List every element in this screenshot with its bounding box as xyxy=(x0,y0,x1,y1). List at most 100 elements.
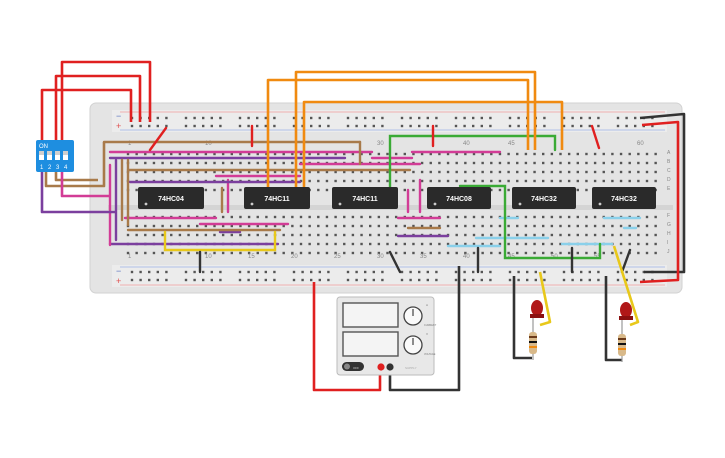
breadboard-hole[interactable] xyxy=(625,278,628,282)
breadboard-hole[interactable] xyxy=(400,270,404,274)
breadboard-hole[interactable] xyxy=(489,278,492,282)
wire-yellow[interactable] xyxy=(612,245,640,327)
breadboard-hole[interactable] xyxy=(489,270,492,274)
breadboard-hole[interactable] xyxy=(543,124,546,128)
breadboard-hole[interactable] xyxy=(498,161,502,165)
led-1[interactable] xyxy=(530,300,544,318)
breadboard-hole[interactable] xyxy=(247,152,251,156)
breadboard-hole[interactable] xyxy=(562,116,566,120)
breadboard-hole[interactable] xyxy=(187,224,190,228)
breadboard-hole[interactable] xyxy=(619,224,623,228)
breadboard-hole[interactable] xyxy=(611,224,614,228)
breadboard-hole[interactable] xyxy=(394,242,398,246)
breadboard-hole[interactable] xyxy=(464,233,467,237)
breadboard-hole[interactable] xyxy=(567,170,571,174)
breadboard-hole[interactable] xyxy=(346,124,350,128)
breadboard-hole[interactable] xyxy=(291,251,294,255)
breadboard-hole[interactable] xyxy=(628,242,631,246)
breadboard-hole[interactable] xyxy=(645,251,649,255)
breadboard-hole[interactable] xyxy=(472,161,476,165)
breadboard-hole[interactable] xyxy=(230,188,233,192)
breadboard-hole[interactable] xyxy=(170,224,173,228)
breadboard-hole[interactable] xyxy=(516,224,519,228)
breadboard-hole[interactable] xyxy=(187,170,190,174)
breadboard-hole[interactable] xyxy=(247,124,250,128)
breadboard-hole[interactable] xyxy=(580,278,583,282)
breadboard-hole[interactable] xyxy=(273,270,276,274)
breadboard-hole[interactable] xyxy=(273,215,277,219)
dip-toggle-2[interactable] xyxy=(47,151,52,160)
breadboard-hole[interactable] xyxy=(418,116,421,120)
breadboard-hole[interactable] xyxy=(481,179,484,183)
breadboard-hole[interactable] xyxy=(585,161,588,165)
breadboard-hole[interactable] xyxy=(193,270,196,274)
breadboard-hole[interactable] xyxy=(645,233,649,237)
breadboard-hole[interactable] xyxy=(464,215,467,219)
breadboard-hole[interactable] xyxy=(210,270,213,274)
breadboard-hole[interactable] xyxy=(369,215,372,219)
breadboard-hole[interactable] xyxy=(230,170,233,174)
wire-purple[interactable] xyxy=(40,170,116,214)
breadboard-hole[interactable] xyxy=(472,215,476,219)
breadboard-hole[interactable] xyxy=(204,224,208,228)
chip-4[interactable]: 74HC08 xyxy=(427,187,491,209)
breadboard-hole[interactable] xyxy=(238,116,242,120)
breadboard-hole[interactable] xyxy=(247,251,251,255)
breadboard-hole[interactable] xyxy=(343,215,346,219)
breadboard-hole[interactable] xyxy=(265,233,268,237)
breadboard-hole[interactable] xyxy=(446,242,450,246)
breadboard-hole[interactable] xyxy=(472,152,476,156)
breadboard-hole[interactable] xyxy=(454,270,458,274)
wire-brown[interactable] xyxy=(44,142,106,188)
breadboard-hole[interactable] xyxy=(265,170,268,174)
breadboard-hole[interactable] xyxy=(616,270,620,274)
breadboard-hole[interactable] xyxy=(576,233,579,237)
breadboard-hole[interactable] xyxy=(325,170,329,174)
breadboard-hole[interactable] xyxy=(256,161,259,165)
breadboard-hole[interactable] xyxy=(299,152,303,156)
breadboard-hole[interactable] xyxy=(576,170,579,174)
breadboard-hole[interactable] xyxy=(230,233,233,237)
breadboard-hole[interactable] xyxy=(360,233,363,237)
breadboard-hole[interactable] xyxy=(611,170,614,174)
breadboard-hole[interactable] xyxy=(480,116,483,120)
breadboard-hole[interactable] xyxy=(490,233,493,237)
breadboard-hole[interactable] xyxy=(550,179,554,183)
breadboard-hole[interactable] xyxy=(170,170,173,174)
breadboard-hole[interactable] xyxy=(420,242,424,246)
breadboard-hole[interactable] xyxy=(542,179,545,183)
breadboard-hole[interactable] xyxy=(292,278,296,282)
breadboard-hole[interactable] xyxy=(508,124,512,128)
breadboard-hole[interactable] xyxy=(273,251,277,255)
breadboard-hole[interactable] xyxy=(148,270,151,274)
breadboard-hole[interactable] xyxy=(625,116,628,120)
breadboard-hole[interactable] xyxy=(463,278,466,282)
breadboard-hole[interactable] xyxy=(446,224,450,228)
breadboard-hole[interactable] xyxy=(273,170,277,174)
breadboard-hole[interactable] xyxy=(559,170,562,174)
breadboard-hole[interactable] xyxy=(403,188,406,192)
breadboard-hole[interactable] xyxy=(135,152,138,156)
breadboard-hole[interactable] xyxy=(533,170,536,174)
breadboard-hole[interactable] xyxy=(178,224,182,228)
breadboard-hole[interactable] xyxy=(369,224,372,228)
breadboard-hole[interactable] xyxy=(282,161,285,165)
breadboard-hole[interactable] xyxy=(317,215,320,219)
breadboard-hole[interactable] xyxy=(628,179,631,183)
breadboard-hole[interactable] xyxy=(435,116,438,120)
wire-black[interactable] xyxy=(388,250,402,274)
breadboard-hole[interactable] xyxy=(524,161,528,165)
breadboard-hole[interactable] xyxy=(364,116,367,120)
breadboard-hole[interactable] xyxy=(386,179,389,183)
breadboard-hole[interactable] xyxy=(446,152,450,156)
breadboard-hole[interactable] xyxy=(562,270,566,274)
breadboard-hole[interactable] xyxy=(230,224,233,228)
breadboard-hole[interactable] xyxy=(409,116,412,120)
breadboard-hole[interactable] xyxy=(325,233,329,237)
breadboard-hole[interactable] xyxy=(403,179,406,183)
breadboard-hole[interactable] xyxy=(429,161,432,165)
breadboard-hole[interactable] xyxy=(654,233,657,237)
breadboard-hole[interactable] xyxy=(420,152,424,156)
breadboard-hole[interactable] xyxy=(334,179,337,183)
wire-magenta[interactable] xyxy=(60,170,110,198)
